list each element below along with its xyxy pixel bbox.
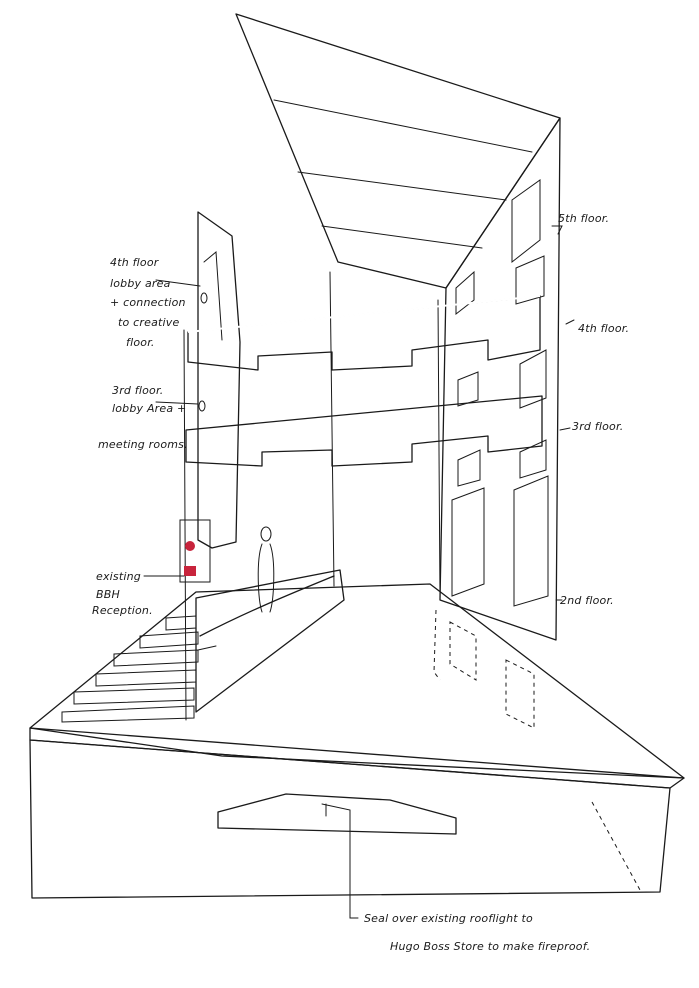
window — [513, 475, 549, 607]
ground-floor-plate — [29, 583, 685, 899]
window — [455, 270, 475, 316]
window — [457, 449, 481, 487]
human-figure — [198, 292, 275, 613]
label-3rd-lobby-line3: meeting rooms. — [98, 438, 188, 451]
window — [515, 255, 545, 305]
label-4th-lobby-line1: 4th floor — [110, 256, 160, 269]
reception-desk — [184, 566, 196, 576]
label-4th-lobby-line3: + connection — [110, 296, 186, 309]
glass-balustrade — [195, 569, 345, 713]
label-3rd-lobby-line2: lobby Area + — [112, 402, 186, 415]
reception-lamp — [185, 541, 195, 551]
leader-lines — [143, 225, 575, 919]
label-2nd-floor: 2nd floor. — [560, 594, 614, 607]
slab-3rd-floor — [185, 395, 543, 467]
label-4th-lobby-line5: floor. — [126, 336, 155, 349]
window — [457, 371, 479, 407]
roof-skylight — [235, 13, 561, 289]
label-4th-lobby-line4: to creative — [118, 316, 179, 329]
label-rooflight-line1: Seal over existing rooflight to — [364, 912, 533, 925]
label-4th-lobby-line2: lobby area — [110, 277, 171, 290]
window — [451, 487, 485, 597]
slab-4th-floor — [187, 295, 541, 371]
left-wall — [183, 211, 241, 721]
window — [511, 179, 541, 264]
window — [519, 439, 547, 479]
label-5th-floor: 5th floor. — [558, 212, 609, 225]
label-rooflight-line2: Hugo Boss Store to make fireproof. — [390, 940, 590, 953]
label-4th-floor: 4th floor. — [578, 322, 629, 335]
label-3rd-floor: 3rd floor. — [572, 420, 623, 433]
label-reception-line3: Reception. — [92, 604, 153, 617]
label-3rd-lobby-line1: 3rd floor. — [112, 384, 163, 397]
right-facade — [439, 117, 561, 641]
label-reception-line1: existing — [96, 570, 141, 583]
label-reception-line2: BBH — [96, 588, 120, 601]
window — [519, 349, 547, 409]
reception-doorway — [179, 519, 211, 583]
sealed-rooflight — [217, 793, 457, 835]
staircase — [61, 615, 199, 723]
